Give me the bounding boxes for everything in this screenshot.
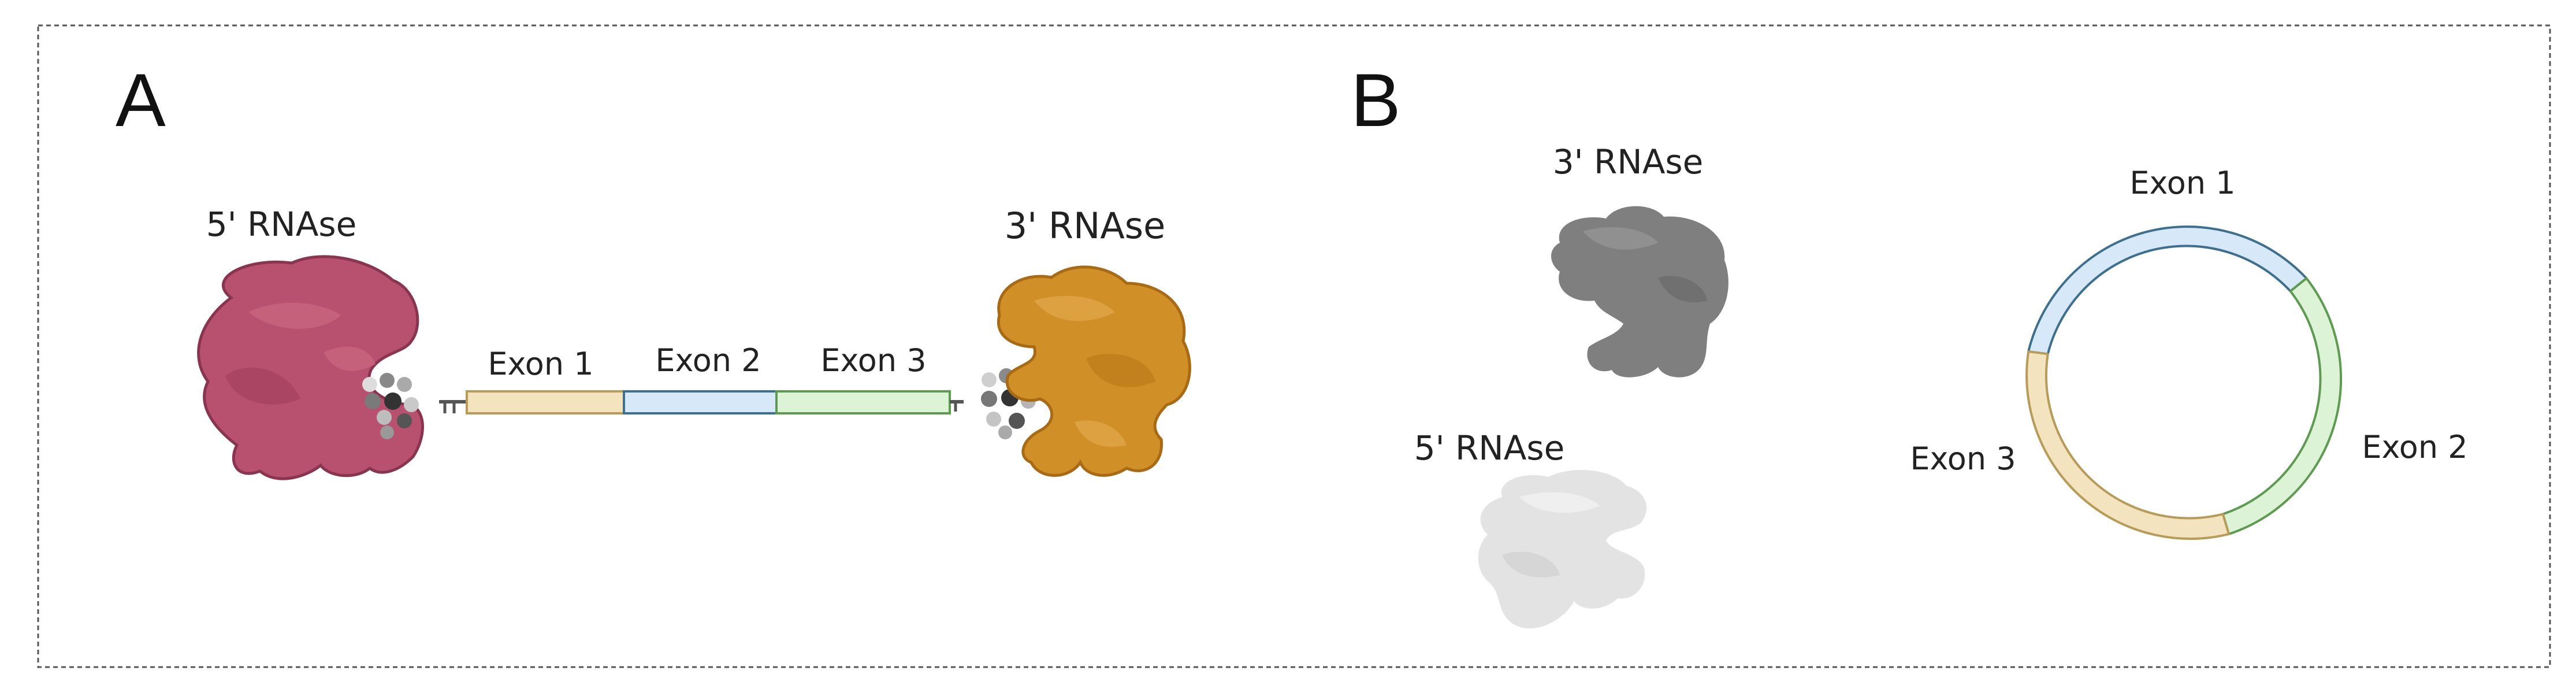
panel-a-rnase-5-label: 5' RNAse: [206, 205, 357, 244]
circular-rna: [2025, 225, 2343, 540]
circ-exon-2-label: Exon 2: [2362, 429, 2467, 465]
panel-a-rnase-3-label: 3' RNAse: [1005, 205, 1166, 247]
circ-exon-3: [2025, 350, 2231, 540]
figure-frame: [37, 24, 2551, 668]
panel-a: A 5' RNAse: [116, 58, 1191, 480]
panel-b: B 3' RNAse 5' RNAse Exon 1 Exon 2 Exon 3: [1351, 58, 2468, 629]
linear-exon-2-label: Exon 2: [655, 342, 761, 379]
linear-rna-strand: [439, 390, 964, 414]
circ-exon-1: [2027, 225, 2308, 356]
rnase-5-inactive-icon: [1478, 470, 1647, 629]
linear-exon-3: [775, 390, 951, 414]
rnase-3-active-icon: [997, 265, 1191, 477]
panel-b-rnase-5-label: 5' RNAse: [1414, 428, 1565, 468]
linear-exon-1: [466, 390, 625, 414]
circ-exon-2: [2221, 277, 2343, 535]
nucleotide-cluster-5-icon: [362, 373, 419, 439]
rnase-5-active-icon: [197, 255, 424, 480]
rnase-3-inactive-icon: [1551, 206, 1729, 377]
panel-b-letter: B: [1351, 58, 1401, 142]
linear-exon-1-label: Exon 1: [488, 346, 593, 382]
panel-b-rnase-3-label: 3' RNAse: [1553, 142, 1704, 182]
linear-exon-2: [623, 390, 778, 414]
circ-exon-3-label: Exon 3: [1910, 440, 2016, 477]
panel-a-letter: A: [116, 58, 166, 142]
linear-exon-3-label: Exon 3: [820, 342, 926, 379]
circ-exon-1-label: Exon 1: [2129, 165, 2235, 201]
